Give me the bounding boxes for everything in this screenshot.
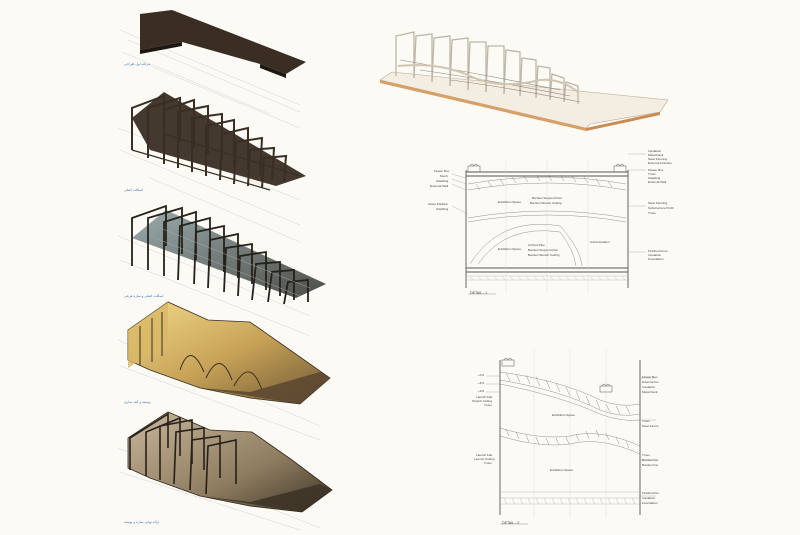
section-b-left-note: Launch Flat [476, 395, 493, 399]
section-a-right-note: Steel Flooring [648, 201, 668, 205]
caption-step-5: ارائه نهایی سازه و پوسته [124, 520, 160, 524]
section-b-right-note: Flower Box [642, 375, 658, 379]
section-a-left-note: Glass Partition [428, 202, 449, 206]
section-b-left-note: Launch Ceiling [474, 457, 495, 461]
axo-step-5 [117, 411, 333, 531]
section-a-right-note: Substructure Profil [648, 206, 674, 210]
section-a-right-note: Truss [648, 211, 656, 215]
section-a-inner-note: Exhibition Space [498, 247, 522, 251]
section-a-right-note: Insulation [648, 253, 662, 257]
section-a-left-note: Cladding [436, 179, 449, 183]
section-b [486, 350, 656, 525]
section-b-right-note: Steel Floors [642, 424, 659, 428]
axo-step-2 [117, 92, 306, 243]
section-b-left-note: Truss [484, 403, 492, 407]
section-a-right-note: Flower Box [648, 168, 664, 172]
section-b-right-note: External Fin [642, 380, 659, 384]
section-b-right-note: Insulation [642, 496, 656, 500]
section-b-right-note: Truss [642, 453, 650, 457]
section-a-right-note: Foundation [648, 257, 664, 261]
caption-step-3: اسکلت اصلی و سازه فرعی [124, 294, 164, 298]
section-b-left-note: Truss [484, 461, 492, 465]
section-b-right-note: Insulation [642, 385, 656, 389]
section-b-right-note: Barrisol Cei [642, 463, 658, 467]
section-a-right-note: Finished Floor [648, 249, 668, 253]
section-a-right-note: Steel Flooring [648, 157, 668, 161]
section-a [451, 153, 646, 295]
section-a-title: DETAIL - 1 [470, 291, 488, 295]
section-a-left-note: External Wall [430, 184, 449, 188]
section-b-right-note: Truss [642, 419, 650, 423]
section-a-right-note: Metal Deck [648, 153, 664, 157]
section-b-left-note: Launch Flat [476, 453, 493, 457]
section-a-inner-note: Barrisol Suspend Flat [528, 248, 558, 252]
section-a-left-note: Cladding [436, 207, 449, 211]
section-b-title: DETAIL - 2 [502, 521, 520, 525]
section-a-inner-note: Barrisol Stretch Ceiling [528, 253, 560, 257]
section-b-right-note: Barrisol Cei [642, 458, 658, 462]
section-a-inner-note: Barrisol Suspend Flat [532, 196, 562, 200]
section-b-left-note: +9.8 [478, 389, 485, 393]
section-a-inner-note: Barrisol Stretch Ceiling [530, 201, 562, 205]
caption-step-2: اسکلت اصلی [124, 188, 143, 192]
section-b-right-note: Metal Deck [642, 390, 658, 394]
section-b-inner-note: Exhibition Space [550, 468, 574, 472]
section-b-left-note: +0.0 [478, 373, 485, 377]
section-a-inner-note: Administration [590, 240, 610, 244]
axo-step-3 [117, 204, 326, 337]
section-a-inner-note: Arched Pipe [528, 243, 545, 247]
section-b-right-note: Finished Flo [642, 491, 659, 495]
caption-step-1: مرحله اول طراحی [124, 62, 151, 66]
section-a-right-note: External Finishes [648, 161, 672, 165]
section-b-left-note: Stretch Ceiling [472, 399, 493, 403]
section-a-right-note: Insulation [648, 149, 662, 153]
perspective-model [379, 31, 669, 131]
section-a-inner-note: Exhibition Space [498, 200, 522, 204]
caption-step-4: پوسته و کف سازی [124, 400, 151, 404]
section-a-right-note: External Wall [648, 180, 667, 184]
section-a-right-note: Truss [648, 172, 656, 176]
section-b-right-note: Foundation [642, 501, 658, 505]
axo-step-4 [117, 301, 331, 441]
section-a-left-note: Mesh [440, 174, 448, 178]
section-a-left-note: Flower Box [434, 169, 450, 173]
section-b-inner-note: Exhibition Space [552, 413, 576, 417]
axo-step-1 [119, 10, 306, 129]
section-b-left-note: +6.5 [478, 381, 485, 385]
section-a-right-note: Cladding [648, 176, 661, 180]
